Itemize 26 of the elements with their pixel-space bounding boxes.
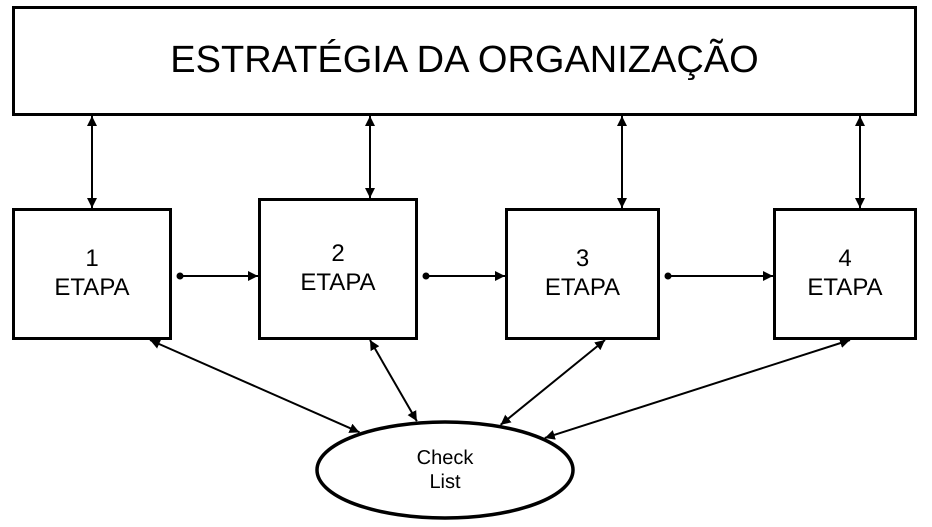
arrow <box>87 116 97 208</box>
arrow <box>150 339 360 434</box>
stage-box <box>12 208 172 340</box>
arrow <box>422 271 505 281</box>
stage-box <box>773 208 917 340</box>
arrow <box>365 116 375 198</box>
stage-box <box>505 208 660 340</box>
stage-number: 1 <box>85 245 99 274</box>
arrow <box>500 339 606 426</box>
arrow <box>617 116 627 208</box>
strategy-box <box>12 6 917 116</box>
stage-box <box>258 198 418 340</box>
arrow <box>544 338 850 440</box>
arrow <box>369 340 418 422</box>
node-label: ETAPA <box>54 274 130 303</box>
title-text: ESTRATÉGIA DA ORGANIZAÇÃO <box>170 38 759 84</box>
node-label: ETAPA <box>544 274 620 303</box>
node-label: Check List <box>416 446 474 494</box>
arrow <box>855 116 865 208</box>
node-label: ETAPA <box>300 269 376 298</box>
arrow <box>176 271 258 281</box>
arrow <box>664 271 773 281</box>
node-label: ETAPA <box>807 274 883 303</box>
stage-number: 3 <box>576 245 590 274</box>
stage-number: 4 <box>838 245 852 274</box>
stage-number: 2 <box>331 240 345 269</box>
